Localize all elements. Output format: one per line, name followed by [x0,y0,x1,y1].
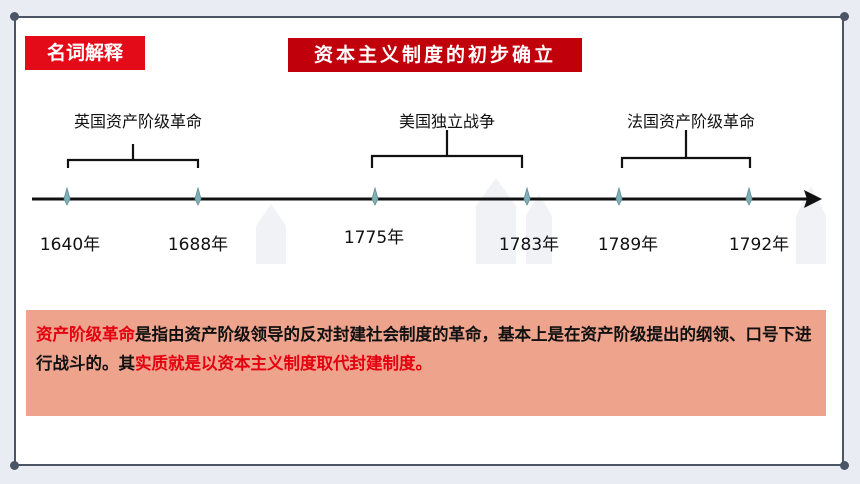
tick-marker [371,186,379,206]
bracket-england [66,144,200,168]
year-label: 1783年 [498,235,560,255]
bracket-america [370,130,524,168]
tick-marker [63,186,71,206]
tick-marker [745,186,753,206]
year-label: 1688年 [167,235,229,255]
definition-text: 是指由资产阶级领导的反对封建社会制度的革命，基本上是在资产阶级提出的纲领、口号下… [36,325,812,373]
frame-corner-dot [840,12,849,21]
tick-marker [194,186,202,206]
event-label-england: 英国资产阶级革命 [73,112,203,131]
frame-corner-dot [10,461,19,470]
section-tag: 名词解释 [25,36,145,70]
year-label: 1775年 [343,228,405,248]
definition-essence: 实质就是以资本主义制度取代封建制度。 [135,354,432,373]
definition-term: 资产阶级革命 [36,325,135,344]
definition-box: 资产阶级革命是指由资产阶级领导的反对封建社会制度的革命，基本上是在资产阶级提出的… [26,310,826,416]
year-label: 1640年 [39,235,101,255]
timeline-graphic [32,130,826,264]
page-title: 资本主义制度的初步确立 [288,38,582,72]
bracket-france [620,130,752,168]
tick-marker [523,186,531,206]
background-skyline [256,178,826,264]
year-label: 1789年 [597,235,659,255]
frame-corner-dot [10,12,19,21]
event-label-france: 法国资产阶级革命 [626,112,756,131]
timeline-panel: 英国资产阶级革命 美国独立战争 法国资产阶级革命 1640年 1688年 177… [26,86,826,264]
timeline-arrow-icon [804,190,822,208]
event-label-america: 美国独立战争 [398,112,496,131]
year-label: 1792年 [728,235,790,255]
frame-corner-dot [840,461,849,470]
tick-marker [615,186,623,206]
